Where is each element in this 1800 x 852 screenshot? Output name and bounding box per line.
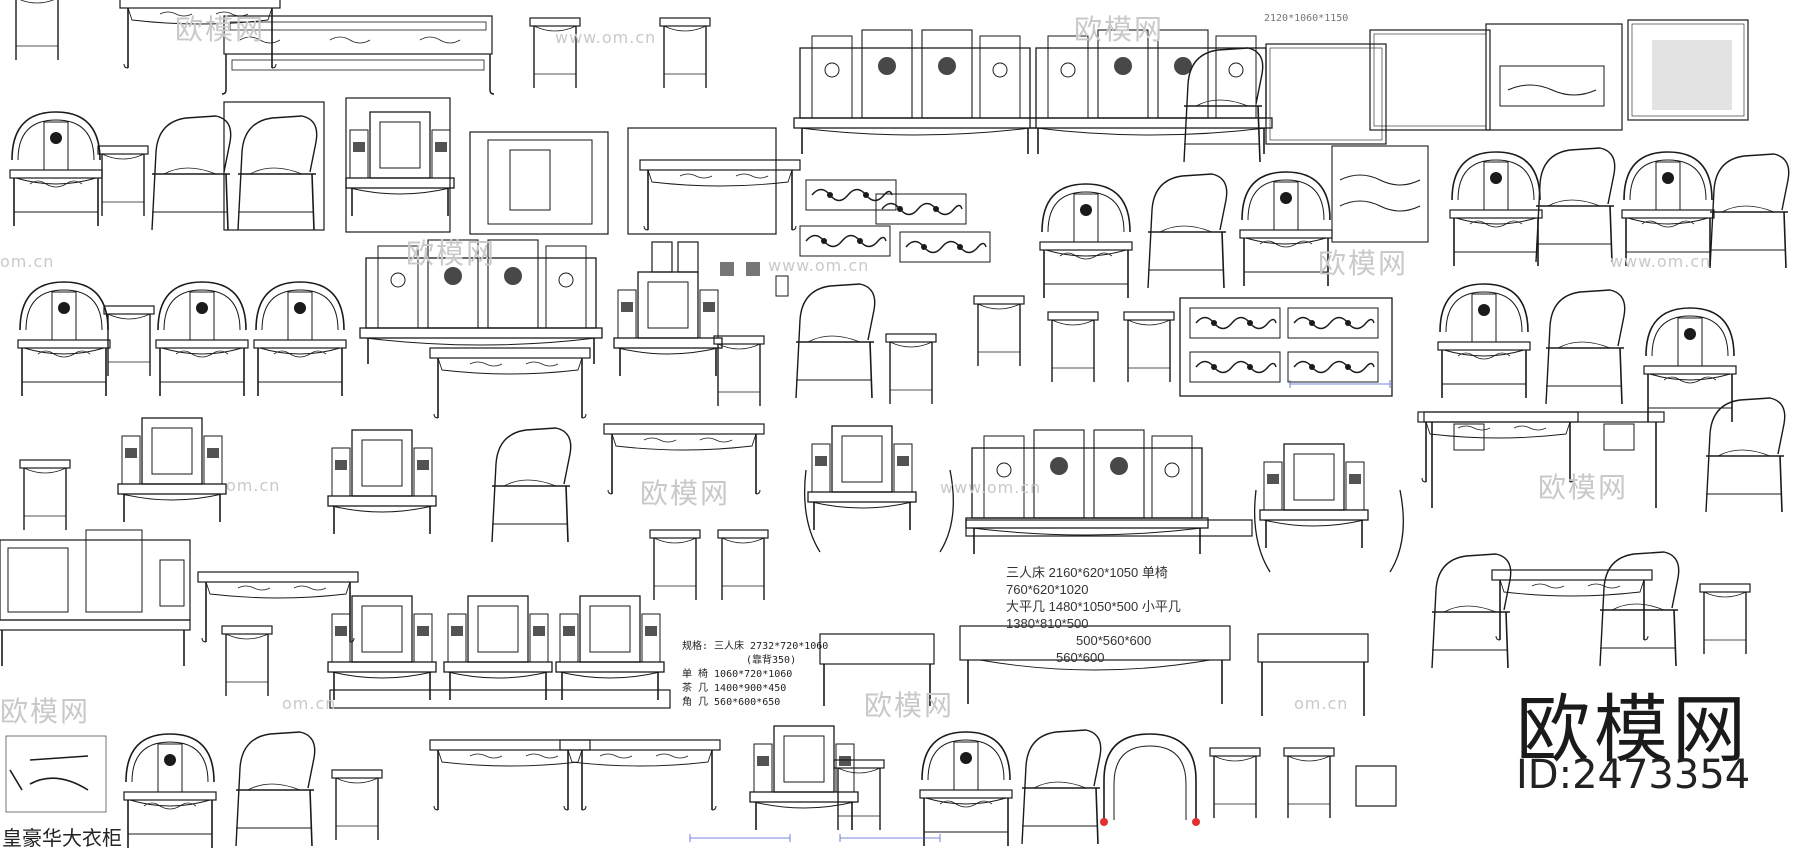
drawing-throne-3: [327, 429, 437, 535]
spec-row: 560*600: [1056, 650, 1105, 665]
watermark-url: om.cn: [0, 252, 55, 271]
watermark-brand: 欧模网: [640, 477, 731, 510]
drawing-armchair-6: [155, 281, 249, 397]
watermark-url: www.om.cn: [1610, 252, 1712, 271]
watermark-brand: 欧模网: [175, 13, 266, 46]
drawing-armchair-side-4: [1709, 153, 1790, 269]
dimension-line-2: [839, 833, 941, 843]
drawing-wardrobe-icon: [5, 735, 107, 813]
drawing-armchair-8: [1437, 283, 1531, 399]
drawing-right-table-set: [1417, 397, 1786, 513]
watermark-url: om.cn: [282, 694, 337, 713]
drawing-long-table-4: [559, 739, 721, 811]
drawing-side-table-2: [103, 305, 155, 377]
drawing-side-table-11: [221, 625, 273, 697]
drawing-side-table-1: [97, 145, 149, 217]
drawing-side-table-10: [717, 529, 769, 601]
drawing-round-back-chair: [1100, 733, 1200, 826]
drawing-armchair-10: [123, 733, 217, 849]
watermark-url: om.cn: [226, 476, 281, 495]
spec-block-b: 三人床 2160*620*1050 单椅 760*620*1020 大平几 14…: [1006, 564, 1181, 666]
spec-row: 三人床 2160*620*1050 单椅: [1006, 565, 1168, 580]
drawing-right-chair-set: [1431, 551, 1751, 669]
drawing-throne-1: [613, 271, 723, 377]
drawing-armchair-side-8: [235, 731, 316, 847]
drawing-armchair-round: [1039, 183, 1133, 299]
watermark-brand: 欧模网: [1318, 247, 1409, 280]
spec-row: 茶 几 1400*900*450: [682, 683, 787, 694]
wardrobe-label: 皇豪华大衣柜: [2, 826, 122, 850]
watermark-brand: 欧模网: [0, 695, 91, 728]
drawing-armchair-side-6: [1545, 289, 1626, 405]
watermark-url: www.om.cn: [555, 28, 657, 47]
watermark-brand: 欧模网: [1538, 471, 1629, 504]
dimension-line-3: [1289, 379, 1391, 389]
drawing-framed-chair: [223, 101, 325, 231]
drawing-small-square: [1355, 765, 1397, 807]
drawing-armchair-side-9: [1021, 729, 1102, 845]
drawing-side-table-14: [1283, 747, 1335, 819]
drawing-three-seat-sofa: [965, 429, 1253, 555]
watermark-brand: 欧模网: [864, 689, 955, 722]
drawing-armchair-1: [9, 111, 103, 227]
drawing-armchair-side-3: [1535, 147, 1616, 263]
drawing-side-table-4: [885, 333, 937, 405]
drawing-top-right-sheets: [1265, 19, 1749, 145]
drawing-framed-desk: [627, 127, 801, 235]
drawing-throne-4: [749, 725, 859, 831]
spec-block-a: 规格: 三人床 2732*720*1060 (靠背350) 单 椅 1060*7…: [682, 640, 828, 710]
drawing-side-table-6: [1047, 311, 1099, 383]
spec-row: 大平几 1480*1050*500 小平几: [1006, 599, 1181, 614]
watermark-url: www.om.cn: [768, 256, 870, 275]
brand-logo: 欧模网: [1516, 687, 1750, 773]
drawing-armchair-3: [1449, 151, 1543, 267]
drawing-side-table-5: [973, 295, 1025, 367]
spec-row: (靠背350): [746, 655, 797, 666]
drawing-top-bench: [221, 15, 495, 95]
spec-row: 1380*810*500: [1006, 616, 1089, 631]
watermark-brand: 欧模网: [406, 237, 497, 270]
drawing-armchair-11: [919, 731, 1013, 847]
drawing-armchair-side-1: [151, 115, 232, 231]
drawing-coffee-table-set: [819, 625, 1369, 716]
drawing-side-table-13: [1209, 747, 1261, 819]
drawing-ornament-cluster: [651, 179, 991, 297]
dimension-line-1: [689, 833, 791, 843]
drawing-top-sofa: [793, 29, 1273, 163]
spec-row: 规格: 三人床 2732*720*1060: [682, 641, 829, 652]
drawing-armchair-carved-right: [1253, 443, 1404, 573]
model-id: ID:2473354: [1516, 752, 1751, 798]
drawing-framed-cabinet: [469, 131, 609, 235]
drawing-side-table-8: [19, 459, 71, 531]
drawing-throne-2: [117, 417, 227, 523]
drawing-side-table-7: [1123, 311, 1175, 383]
drawing-stool-bottom: [331, 769, 383, 841]
drawing-side-table-12: [833, 759, 885, 831]
drawing-armchair-carved-left: [803, 425, 954, 553]
watermark-url: www.om.cn: [940, 478, 1042, 497]
drawing-carved-headboard: [1179, 297, 1393, 397]
spec-row: 500*560*600: [1076, 633, 1152, 648]
drawing-luohan-long: [327, 595, 671, 709]
drawing-detail-sheet: [1331, 145, 1429, 243]
drawing-side-table-9: [649, 529, 701, 601]
watermark-brand: 欧模网: [1074, 13, 1165, 46]
watermark-url: om.cn: [1294, 694, 1349, 713]
drawing-armchair-5: [17, 281, 111, 397]
drawing-armchair-side-2: [1147, 173, 1228, 289]
spec-row: 760*620*1020: [1006, 582, 1089, 597]
drawing-wardrobe-panels: [0, 529, 191, 666]
spec-row: 单 椅 1060*720*1060: [682, 669, 793, 680]
drawing-framed-throne: [345, 97, 455, 233]
drawing-armchair-4: [1621, 151, 1715, 267]
drawing-armchair-9: [1643, 307, 1737, 423]
drawing-armchair-side-7: [491, 427, 572, 543]
drawing-top-stool-2: [659, 17, 711, 89]
drawing-armchair-side-5: [795, 283, 876, 399]
top-dimension-label: 2120*1060*1150: [1264, 13, 1349, 24]
drawing-armchair-7: [253, 281, 347, 397]
spec-row: 角 几 560*600*650: [682, 697, 781, 708]
